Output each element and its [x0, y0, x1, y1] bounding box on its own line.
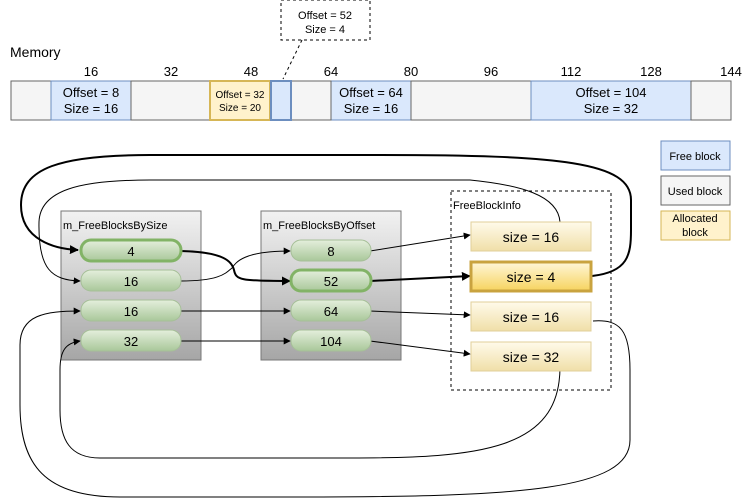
- memory-tick-label: 96: [484, 64, 498, 79]
- legend-allocated-label: block: [682, 227, 708, 239]
- memory-tick-label: 112: [561, 64, 582, 79]
- by-size-item: [80, 269, 182, 292]
- segment-size-label: Size = 16: [344, 101, 399, 116]
- memory-strip: Offset = 8 Size = 16 Offset = 32 Size = …: [10, 80, 732, 121]
- by-offset-item: [290, 329, 372, 352]
- memory-used-segment: [10, 80, 52, 121]
- memory-free-segment-highlighted: [270, 80, 292, 121]
- block-info-item-label: size = 16: [503, 229, 560, 245]
- memory-tick-label: 128: [640, 64, 662, 79]
- block-info-panel: FreeBlockInfo: [450, 190, 612, 391]
- legend-used-label: Used block: [668, 186, 723, 198]
- callout-size-label: Size = 4: [305, 24, 345, 36]
- memory-used-segment: [130, 80, 212, 121]
- by-size-item: [80, 329, 182, 352]
- block-info-item-highlighted: [469, 260, 593, 293]
- legend-used-swatch: [660, 175, 731, 206]
- by-size-item-label: 16: [124, 304, 138, 319]
- segment-offset-label: Offset = 32: [215, 90, 264, 101]
- memory-free-segment: [50, 80, 132, 121]
- block-info-frame: [450, 190, 612, 391]
- block-info-item-label: size = 32: [503, 349, 560, 365]
- block-info-item-label: size = 4: [507, 269, 556, 285]
- callout-pointer: [282, 39, 303, 80]
- segment-offset-label: Offset = 104: [576, 85, 647, 100]
- segment-offset-label: Offset = 8: [63, 85, 120, 100]
- memory-used-segment: [410, 80, 532, 121]
- memory-tick-label: 80: [404, 64, 418, 79]
- memory-tick-label: 144: [720, 64, 742, 79]
- segment-offset-label: Offset = 64: [339, 85, 403, 100]
- memory-used-segment: [690, 80, 732, 121]
- legend-free-swatch: [660, 140, 731, 171]
- segment-size-label: Size = 16: [64, 101, 119, 116]
- memory-free-segment: [330, 80, 412, 121]
- by-size-items: 4 16 16 32: [79, 238, 183, 352]
- by-size-item-label: 16: [124, 274, 138, 289]
- block-info-item: [470, 221, 592, 252]
- info-size16-loop: [38, 179, 561, 285]
- info-size4-loop: [19, 154, 632, 277]
- callout-offset-label: Offset = 52: [298, 10, 352, 22]
- legend: Free block Used block Allocated block: [660, 140, 731, 241]
- by-offset-item-label: 64: [324, 304, 338, 319]
- size-4-to-offset-52: [180, 250, 291, 286]
- block-info-item: [470, 341, 592, 372]
- legend-allocated-swatch: [660, 210, 731, 241]
- segment-size-label: Size = 20: [219, 103, 261, 114]
- by-size-item: [80, 299, 182, 322]
- offset-64-to-info: [369, 310, 471, 319]
- memory-tick-labels: 16 32 48 64 80 96 112 128 144: [84, 64, 742, 79]
- callout-box: Offset = 52 Size = 4: [280, 0, 371, 80]
- block-info-item: [470, 301, 592, 332]
- offset-8-to-info: [369, 232, 471, 252]
- size-16-to-offset-8: [180, 247, 291, 282]
- memory-tick-label: 16: [84, 64, 98, 79]
- info-size32-loop: [59, 338, 561, 459]
- by-offset-title: m_FreeBlocksByOffset: [263, 220, 375, 232]
- block-info-title: FreeBlockInfo: [453, 200, 521, 212]
- by-offset-item-highlighted: [289, 268, 373, 293]
- by-size-title: m_FreeBlocksBySize: [63, 220, 168, 232]
- by-size-item-highlighted: [79, 238, 183, 263]
- block-info-items: size = 16 size = 4 size = 16 size = 32: [469, 221, 593, 372]
- memory-tick-label: 48: [244, 64, 258, 79]
- memory-used-segment: [290, 80, 332, 121]
- by-size-item-label: 4: [127, 244, 134, 259]
- legend-free-label: Free block: [669, 151, 721, 163]
- legend-allocated-label: Allocated: [672, 213, 717, 225]
- by-size-item-label: 32: [124, 334, 138, 349]
- memory-tick-label: 64: [324, 64, 338, 79]
- offset-52-to-info: [369, 271, 471, 282]
- segment-size-label: Size = 32: [584, 101, 639, 116]
- callout-frame: [280, 0, 371, 41]
- info-size16b-loop: [19, 307, 631, 498]
- by-offset-item: [290, 299, 372, 322]
- memory-free-segment: [530, 80, 692, 121]
- by-offset-item-label: 8: [327, 244, 334, 259]
- connectors: [19, 154, 632, 498]
- by-offset-items: 8 52 64 104: [289, 239, 373, 352]
- memory-title: Memory: [10, 44, 61, 60]
- offset-104-to-info: [369, 340, 471, 357]
- by-offset-item: [290, 239, 372, 262]
- by-offset-item-label: 52: [324, 274, 338, 289]
- block-info-item-label: size = 16: [503, 309, 560, 325]
- memory-tick-label: 32: [164, 64, 178, 79]
- by-offset-item-label: 104: [320, 334, 342, 349]
